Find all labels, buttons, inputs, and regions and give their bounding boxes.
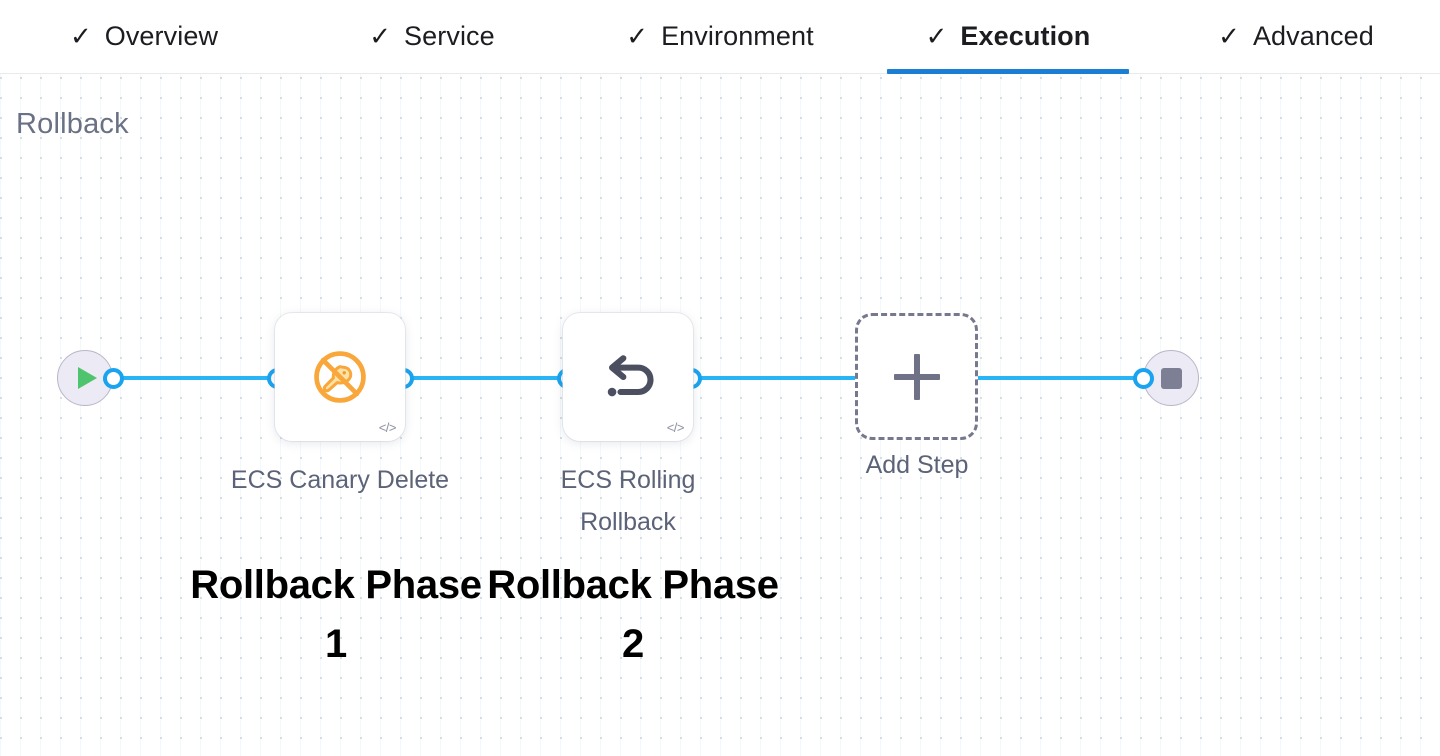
check-icon: ✓ — [626, 20, 649, 51]
tab-execution-label: Execution — [960, 21, 1091, 51]
edge-addstep-to-end — [975, 376, 1148, 380]
tab-environment[interactable]: ✓ Environment — [576, 0, 864, 74]
section-title-rollback: Rollback — [16, 108, 129, 140]
plus-icon — [893, 353, 940, 400]
add-step-label: Add Step — [865, 451, 969, 479]
step-label-ecs-rolling-rollback: ECS Rolling Rollback — [560, 466, 696, 536]
check-icon: ✓ — [925, 20, 948, 51]
ecs-canary-delete-icon — [310, 347, 370, 407]
tab-environment-label: Environment — [661, 21, 814, 51]
rollback-arrow-icon — [596, 347, 660, 407]
annotation-rollback-phase-1: Rollback Phase 1 — [190, 563, 482, 666]
check-icon: ✓ — [69, 20, 92, 51]
tab-advanced[interactable]: ✓ Advanced — [1152, 0, 1440, 74]
step-card-ecs-canary-delete[interactable]: </> — [275, 313, 405, 441]
tab-execution[interactable]: ✓ Execution — [864, 0, 1152, 74]
edge-start-to-step1 — [108, 376, 282, 380]
annotation-rollback-phase-2: Rollback Phase 2 — [487, 563, 779, 666]
code-badge-icon[interactable]: </> — [378, 420, 397, 435]
tab-service-label: Service — [404, 21, 495, 51]
stop-icon — [1160, 367, 1182, 389]
pipeline-end-node[interactable] — [1143, 350, 1199, 406]
play-icon — [78, 367, 97, 389]
tab-overview-label: Overview — [104, 21, 219, 51]
tab-overview[interactable]: ✓ Overview — [0, 0, 288, 74]
port-end-in[interactable] — [1133, 368, 1154, 389]
port-start-out[interactable] — [103, 368, 124, 389]
step-card-ecs-rolling-rollback[interactable]: </> — [563, 313, 693, 441]
pipeline-canvas[interactable]: Rollback — [0, 74, 1440, 756]
pipeline-graph: </> </> ECS Canary Delete ECS Ro — [0, 74, 1440, 756]
check-icon: ✓ — [1218, 20, 1240, 51]
step-label-ecs-canary-delete: ECS Canary Delete — [230, 466, 450, 494]
edge-step2-to-addstep — [684, 376, 858, 380]
code-badge-icon[interactable]: </> — [666, 420, 685, 435]
check-icon: ✓ — [369, 20, 392, 51]
tab-service[interactable]: ✓ Service — [288, 0, 576, 74]
stage-tab-bar: ✓ Overview ✓ Service ✓ Environment ✓ Exe… — [0, 0, 1440, 74]
edge-step1-to-step2 — [396, 376, 570, 380]
tab-active-underline — [887, 68, 1129, 74]
tab-advanced-label: Advanced — [1252, 21, 1374, 51]
add-step-button[interactable] — [855, 313, 978, 440]
